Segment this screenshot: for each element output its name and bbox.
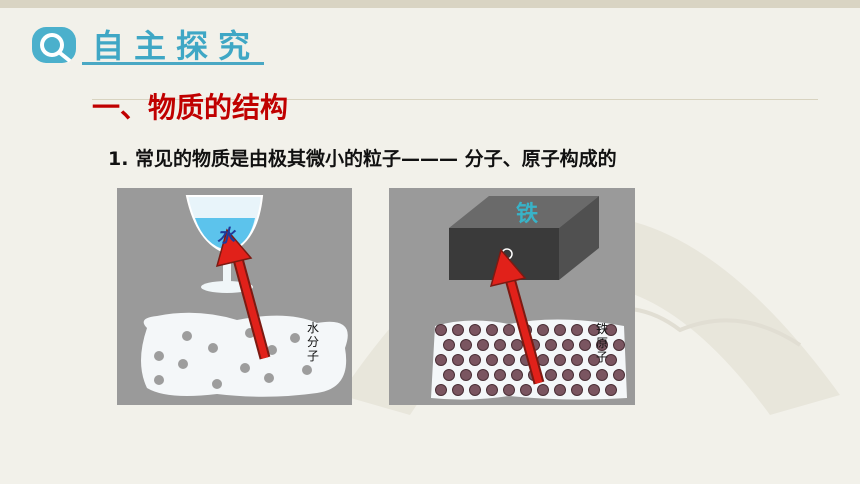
- iron-atom: [469, 384, 481, 396]
- iron-atom: [443, 339, 455, 351]
- iron-atom: [443, 369, 455, 381]
- iron-atom: [605, 384, 617, 396]
- iron-atom: [477, 369, 489, 381]
- iron-atom: [579, 339, 591, 351]
- description-line: 1. 常见的物质是由极其微小的粒子——— 分子、原子构成的: [108, 148, 617, 170]
- iron-atom: [588, 384, 600, 396]
- iron-atom: [545, 369, 557, 381]
- iron-atom-illustration: 铁 铁原子: [389, 188, 635, 405]
- iron-atom: [477, 339, 489, 351]
- cup-label: 水: [217, 226, 235, 247]
- iron-atom: [554, 324, 566, 336]
- page-heading: 一、物质的结构: [92, 91, 289, 124]
- iron-atom: [452, 384, 464, 396]
- water-molecule-illustration: 水 水分子: [117, 188, 352, 405]
- iron-atom: [511, 369, 523, 381]
- iron-atom: [520, 384, 532, 396]
- iron-atom: [605, 324, 617, 336]
- iron-atom: [503, 384, 515, 396]
- top-bar: [0, 0, 860, 8]
- iron-atom: [460, 369, 472, 381]
- iron-atom: [605, 354, 617, 366]
- section-title: 自主探究: [92, 27, 261, 65]
- water-molecules: [154, 328, 312, 389]
- iron-atom: [452, 324, 464, 336]
- iron-atom: [613, 369, 625, 381]
- molecule-label: 水分子: [306, 321, 319, 363]
- iron-atom: [469, 354, 481, 366]
- iron-atom: [571, 324, 583, 336]
- atom-label: 铁原子: [595, 322, 608, 364]
- iron-atom: [537, 384, 549, 396]
- iron-atom: [452, 354, 464, 366]
- iron-atom: [469, 324, 481, 336]
- title-underline: [82, 62, 264, 65]
- iron-atom: [588, 354, 600, 366]
- iron-atom: [596, 339, 608, 351]
- iron-atom: [537, 324, 549, 336]
- iron-atom: [486, 354, 498, 366]
- iron-atom: [579, 369, 591, 381]
- iron-atom: [503, 324, 515, 336]
- magnifier-badge-icon: [32, 27, 76, 63]
- heading-rule: [92, 99, 818, 100]
- iron-atom: [545, 339, 557, 351]
- iron-atom: [460, 339, 472, 351]
- iron-atom: [554, 354, 566, 366]
- iron-atom: [562, 369, 574, 381]
- iron-atom: [596, 369, 608, 381]
- iron-atom: [486, 384, 498, 396]
- iron-atom: [486, 324, 498, 336]
- iron-atom: [435, 384, 447, 396]
- iron-atom: [554, 384, 566, 396]
- iron-atom: [571, 384, 583, 396]
- iron-atom: [435, 324, 447, 336]
- iron-atom: [494, 369, 506, 381]
- iron-atom: [511, 339, 523, 351]
- iron-atom: [562, 339, 574, 351]
- iron-atom: [571, 354, 583, 366]
- iron-atom: [613, 339, 625, 351]
- iron-atom: [588, 324, 600, 336]
- iron-atom: [494, 339, 506, 351]
- block-label: 铁: [516, 202, 539, 227]
- iron-atom: [435, 354, 447, 366]
- iron-atom: [503, 354, 515, 366]
